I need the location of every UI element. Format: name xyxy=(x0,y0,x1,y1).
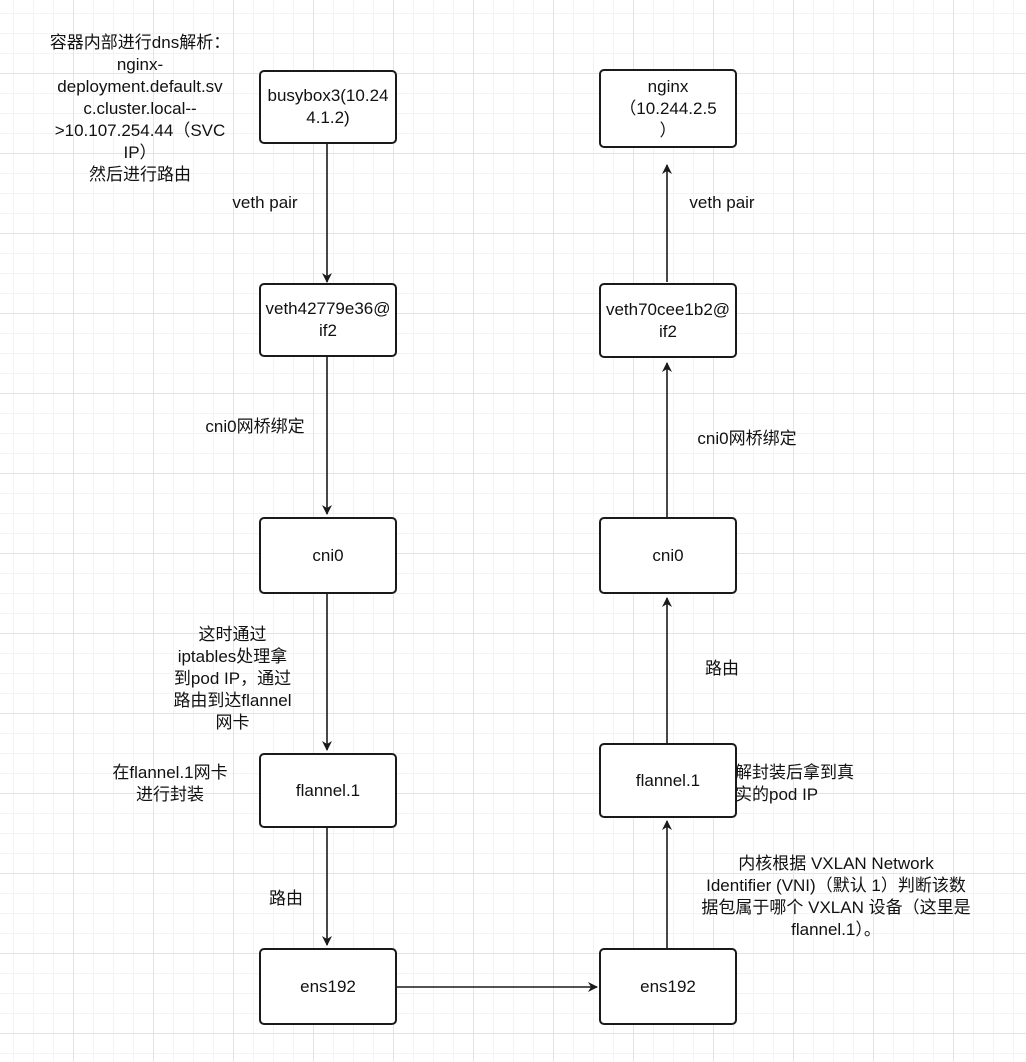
label-route-right: 路由 xyxy=(705,659,739,678)
node-flannel-right[interactable]: flannel.1 xyxy=(599,743,737,818)
node-cni0-right[interactable]: cni0 xyxy=(599,517,737,594)
node-ens192-left[interactable]: ens192 xyxy=(259,948,397,1025)
node-busybox3[interactable]: busybox3(10.244.1.2) xyxy=(259,70,397,144)
label-decap-note: 解封装后拿到真 实的pod IP xyxy=(735,763,854,804)
node-nginx[interactable]: nginx （10.244.2.5 ） xyxy=(599,69,737,148)
node-ens192-right[interactable]: ens192 xyxy=(599,948,737,1025)
node-veth-left[interactable]: veth42779e36@if2 xyxy=(259,283,397,357)
label-vni-note: 内核根据 VXLAN Network Identifier (VNI)（默认 1… xyxy=(701,854,971,939)
label-encap-note: 在flannel.1网卡 进行封装 xyxy=(112,763,228,804)
label-cni0-bind-left: cni0网桥绑定 xyxy=(205,417,305,436)
label-cni0-bind-right: cni0网桥绑定 xyxy=(697,429,797,448)
label-veth-pair-left: veth pair xyxy=(232,193,298,212)
label-route-left: 路由 xyxy=(269,889,303,908)
node-veth-right[interactable]: veth70cee1b2@if2 xyxy=(599,283,737,358)
label-iptables-note: 这时通过 iptables处理拿 到pod IP，通过 路由到达flannel … xyxy=(173,625,292,732)
node-cni0-left[interactable]: cni0 xyxy=(259,517,397,594)
label-veth-pair-right: veth pair xyxy=(689,193,755,212)
node-flannel-left[interactable]: flannel.1 xyxy=(259,753,397,828)
label-dns-note: 容器内部进行dns解析： nginx- deployment.default.s… xyxy=(49,33,231,184)
